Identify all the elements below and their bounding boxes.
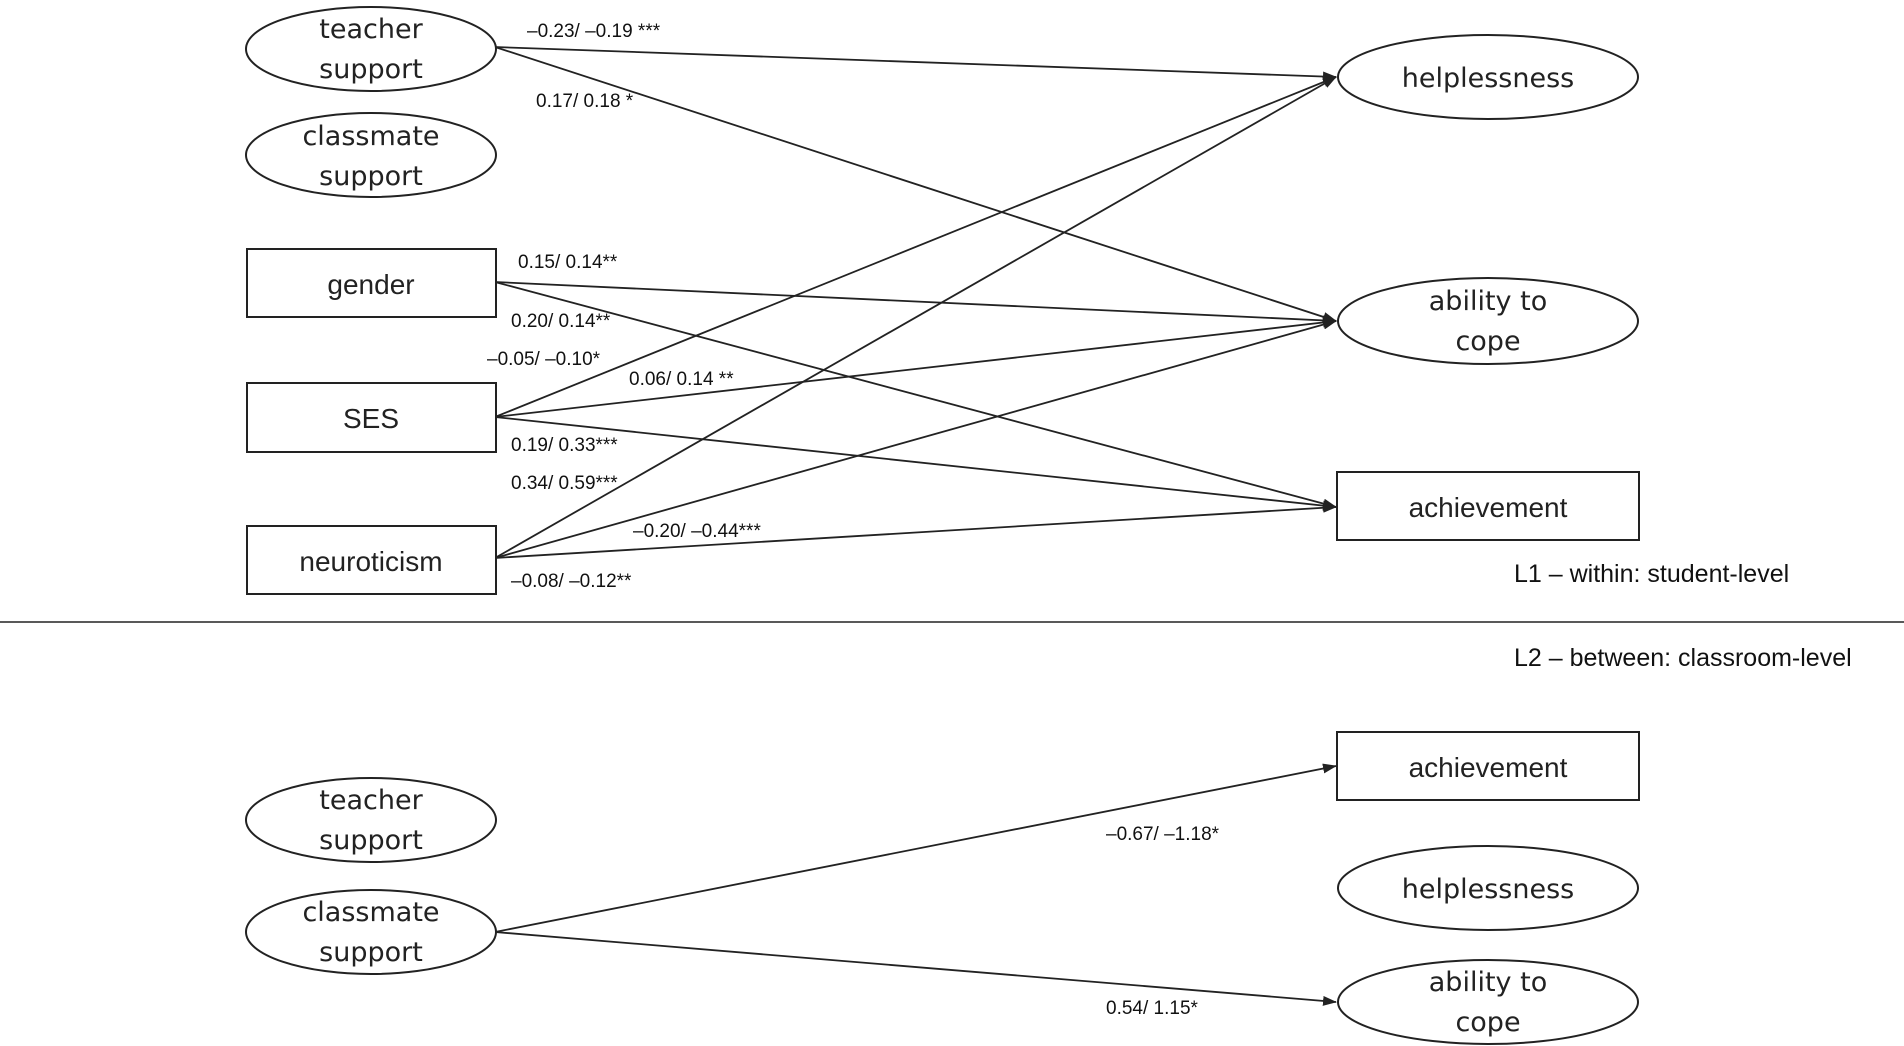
edge-neuro-cope: [494, 319, 1337, 559]
node-l2-achievement: achievement: [1336, 731, 1640, 801]
coef-gender-cope: 0.15/ 0.14**: [518, 252, 618, 273]
coef-teacher-helplessness: –0.23/ –0.19 ***: [527, 21, 661, 42]
edge-gender-cope: [494, 281, 1337, 326]
edge-l2-classmate-achievement: [494, 763, 1337, 933]
node-l1-neuroticism: neuroticism: [246, 525, 497, 595]
node-label: neuroticism: [299, 546, 442, 577]
edge-ses-achievement: [494, 416, 1337, 511]
node-label-line2: support: [319, 161, 423, 192]
coef-teacher-cope: 0.17/ 0.18 *: [536, 91, 634, 112]
coef-neuro-helplessness: 0.34/ 0.59***: [511, 473, 618, 494]
coef-neuro-achievement: –0.08/ –0.12**: [511, 571, 632, 592]
node-label: helplessness: [1402, 63, 1574, 94]
coef-l2-classmate-cope: 0.54/ 1.15*: [1106, 998, 1199, 1019]
node-label-line1: teacher: [319, 785, 423, 816]
level1-coefficients: –0.23/ –0.19 *** 0.17/ 0.18 * 0.15/ 0.14…: [487, 21, 761, 592]
level1-label: L1 – within: student-level: [1514, 560, 1789, 588]
edge-l2-classmate-cope: [494, 931, 1337, 1006]
node-label-line1: teacher: [319, 14, 423, 45]
node-label-line2: cope: [1455, 326, 1520, 357]
coef-ses-cope: 0.06/ 0.14 **: [629, 369, 734, 390]
edge-neuro-achievement: [494, 502, 1337, 559]
node-label-line1: ability to: [1429, 967, 1547, 998]
node-label-line1: ability to: [1429, 286, 1547, 317]
edge-ses-cope: [494, 317, 1337, 418]
node-l1-teacher-support: teacher support: [245, 6, 497, 92]
node-l2-ability-to-cope: ability to cope: [1337, 959, 1639, 1045]
level1-edges: [494, 46, 1337, 559]
node-l1-achievement: achievement: [1336, 471, 1640, 541]
node-label-line2: support: [319, 937, 423, 968]
node-label-line2: support: [319, 54, 423, 85]
node-label: achievement: [1409, 492, 1568, 523]
node-l2-teacher-support: teacher support: [245, 777, 497, 863]
level2-coefficients: –0.67/ –1.18* 0.54/ 1.15*: [1106, 824, 1220, 1019]
node-label-line1: classmate: [302, 897, 439, 928]
coef-l2-classmate-achievement: –0.67/ –1.18*: [1106, 824, 1220, 845]
coef-ses-achievement: 0.19/ 0.33***: [511, 435, 618, 456]
node-l1-ability-to-cope: ability to cope: [1337, 277, 1639, 365]
node-label: gender: [327, 269, 414, 300]
node-l2-helplessness: helplessness: [1337, 845, 1639, 931]
node-label: achievement: [1409, 752, 1568, 783]
edge-ses-helplessness: [494, 76, 1337, 418]
edge-teacher-cope: [494, 46, 1337, 322]
node-l1-ses: SES: [246, 382, 497, 453]
node-label: SES: [343, 403, 399, 434]
coef-ses-helplessness: –0.05/ –0.10*: [487, 349, 601, 370]
node-label-line2: cope: [1455, 1007, 1520, 1038]
node-l2-classmate-support: classmate support: [245, 889, 497, 975]
node-label-line1: classmate: [302, 121, 439, 152]
node-l1-gender: gender: [246, 248, 497, 318]
level2-nodes: teacher support classmate support achiev…: [245, 731, 1640, 1045]
coef-gender-achievement: 0.20/ 0.14**: [511, 311, 611, 332]
edge-neuro-helplessness: [494, 76, 1337, 559]
node-l1-helplessness: helplessness: [1337, 34, 1639, 120]
coef-neuro-cope: –0.20/ –0.44***: [633, 521, 761, 542]
node-l1-classmate-support: classmate support: [245, 112, 497, 198]
edge-gender-achievement: [494, 281, 1337, 509]
node-label-line2: support: [319, 825, 423, 856]
level2-label: L2 – between: classroom-level: [1514, 644, 1852, 672]
edge-teacher-helplessness: [494, 46, 1337, 82]
level2-edges: [494, 763, 1337, 1006]
level1-nodes: teacher support classmate support gender…: [245, 6, 1640, 595]
node-label: helplessness: [1402, 874, 1574, 905]
